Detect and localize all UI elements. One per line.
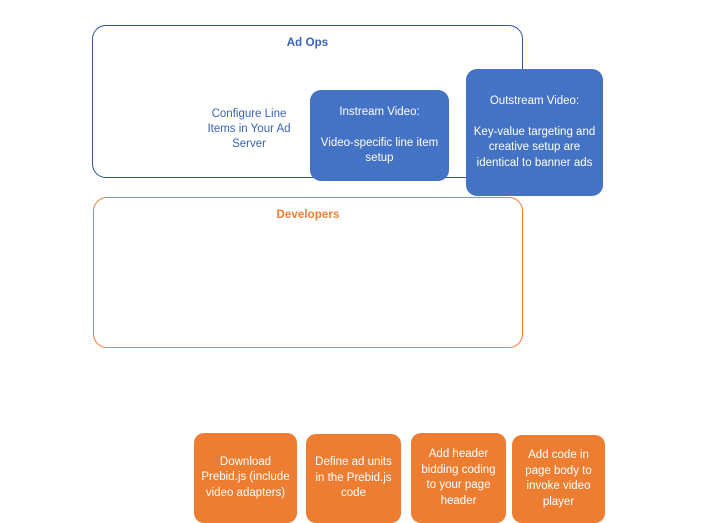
node-configure-line-items: Configure Line Items in Your Ad Server <box>197 98 301 160</box>
node-add-page-body-code-label: Add code in page body to invoke video pl… <box>525 449 592 508</box>
node-instream-video: Instream Video: Video-specific line item… <box>310 90 449 181</box>
node-outstream-video-label: Outstream Video: Key-value targeting and… <box>473 94 596 169</box>
node-download-prebid-label: Download Prebid.js (include video adapte… <box>201 455 290 499</box>
group-title-ad-ops: Ad Ops <box>286 37 329 49</box>
node-define-ad-units: Define ad units in the Prebid.js code <box>306 434 401 523</box>
node-download-prebid: Download Prebid.js (include video adapte… <box>194 433 297 523</box>
node-add-page-body-code: Add code in page body to invoke video pl… <box>512 435 605 523</box>
group-title-developers: Developers <box>276 209 340 221</box>
node-define-ad-units-label: Define ad units in the Prebid.js code <box>315 456 392 500</box>
group-developers: Developers Download Prebid.js (include v… <box>93 197 605 523</box>
node-add-header-bidding-code: Add header bidding coding to your page h… <box>411 433 506 523</box>
node-add-header-bidding-code-label: Add header bidding coding to your page h… <box>421 448 496 507</box>
node-outstream-video: Outstream Video: Key-value targeting and… <box>466 69 603 196</box>
diagram-canvas: Ad Ops Configure Line Items in Your Ad S… <box>92 25 605 523</box>
node-instream-video-label: Instream Video: Video-specific line item… <box>320 105 439 165</box>
node-configure-line-items-label: Configure Line Items in Your Ad Server <box>207 107 291 150</box>
group-ad-ops: Ad Ops Configure Line Items in Your Ad S… <box>92 25 603 196</box>
